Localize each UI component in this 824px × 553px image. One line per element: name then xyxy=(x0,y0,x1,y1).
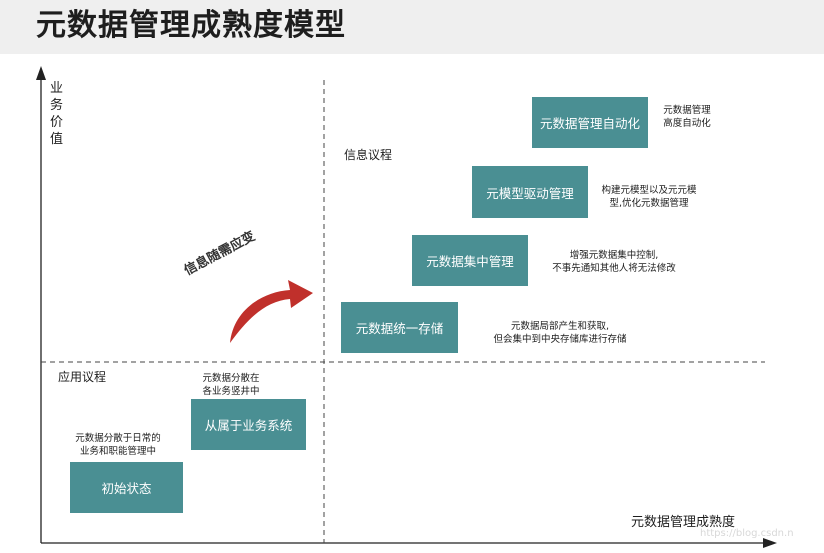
stage-box-metamodel: 元模型驱动管理 xyxy=(472,166,588,218)
curved-arrow-icon xyxy=(230,280,313,343)
stage-box-automation: 元数据管理自动化 xyxy=(532,97,648,148)
region-label-app-agenda: 应用议程 xyxy=(58,370,107,384)
stage-note-automation: 元数据管理 高度自动化 xyxy=(663,105,711,129)
title-bar xyxy=(0,0,824,54)
stage-note-initial: 元数据分散于日常的 业务和职能管理中 xyxy=(75,433,161,457)
stage-note-metamodel: 构建元模型以及元元模 型,优化元数据管理 xyxy=(601,185,697,209)
stage-box-initial: 初始状态 xyxy=(70,462,183,513)
stage-note-unified-storage: 元数据局部产生和获取, 但会集中到中央存储库进行存储 xyxy=(493,321,627,345)
page-title: 元数据管理成熟度模型 xyxy=(36,8,346,43)
x-axis-arrowhead xyxy=(763,538,777,548)
stage-note-business-system: 元数据分散在 各业务竖井中 xyxy=(202,373,260,397)
region-label-info-agenda: 信息议程 xyxy=(344,148,393,162)
stage-box-centralized: 元数据集中管理 xyxy=(412,235,528,286)
stage-box-business-system: 从属于业务系统 xyxy=(191,399,306,450)
watermark: https://blog.csdn.n xyxy=(700,528,794,539)
stage-note-centralized: 增强元数据集中控制, 不事先通知其他人将无法修改 xyxy=(552,250,676,274)
x-axis-label: 元数据管理成熟度 xyxy=(631,515,736,530)
y-axis-arrowhead xyxy=(36,66,46,80)
stage-box-unified-storage: 元数据统一存储 xyxy=(341,302,458,353)
y-axis-label: 业务价值 xyxy=(50,81,64,147)
